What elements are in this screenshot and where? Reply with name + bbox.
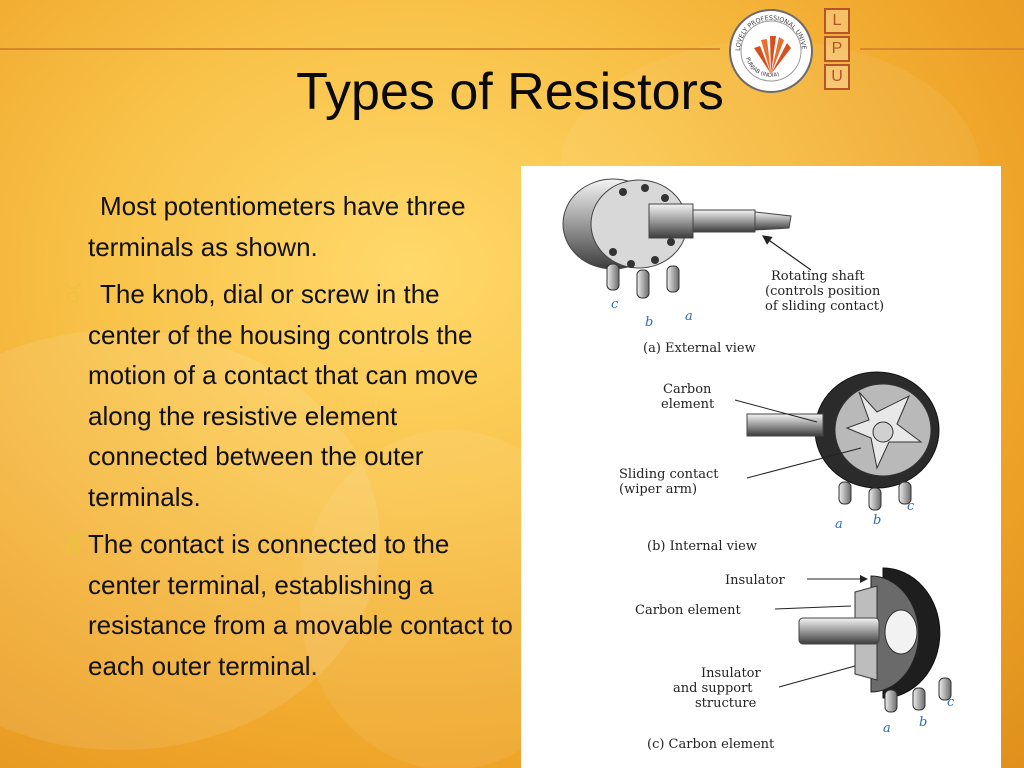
support-label-line3: structure [695,696,757,711]
slide-title: Types of Resistors [296,63,724,121]
sliding-contact-label-line1: Sliding contact [619,467,719,482]
paragraph-text: The knob, dial or screw in the center of… [88,279,479,512]
paragraph-1: Most potentiometers have three terminals… [88,186,518,267]
potentiometer-figure: Rotating shaft (controls position of sli… [521,166,1001,768]
logo-letter-l: L [824,8,850,34]
header-rule-left [0,48,720,50]
shaft-label-line2: (controls position [765,284,881,299]
terminal-label-c: c [907,499,915,514]
support-label-line1: Insulator [701,666,762,681]
support-label-line2: and support [673,681,753,696]
university-seal-logo: LOVELY PROFESSIONAL UNIVERSITY PUNJAB (I… [726,6,813,93]
paragraph-text: The contact is connected to the center t… [88,529,513,681]
paragraph-text: Most potentiometers have three terminals… [88,191,466,262]
caption-internal-view: (b) Internal view [647,539,757,554]
terminal-label-a: a [883,721,891,736]
bullet-icon [64,532,82,553]
carbon-element-label-line2: element [661,397,715,412]
paragraph-3: The contact is connected to the center t… [64,524,518,686]
seal-sunburst [754,36,791,74]
terminal-label-b: b [873,513,881,528]
carbon-element-label: Carbon element [635,603,742,618]
internal-view-drawing [734,371,940,511]
terminal-label-a: a [835,517,843,532]
carbon-element-drawing [774,567,952,713]
logo-letter-p: P [824,36,850,62]
sliding-contact-label-line2: (wiper arm) [619,482,697,497]
bullet-icon [64,282,82,303]
paragraph-2: The knob, dial or screw in the center of… [64,274,518,517]
terminal-label-b: b [645,315,653,330]
external-view-drawing [562,178,812,299]
carbon-element-label-line1: Carbon [663,382,712,397]
shaft-label-line3: of sliding contact) [765,299,884,314]
caption-carbon-element: (c) Carbon element [647,737,775,752]
logo-letter-u: U [824,64,850,90]
terminal-label-c: c [947,695,955,710]
slide-body: Most potentiometers have three terminals… [64,186,518,693]
shaft-label-line1: Rotating shaft [771,269,865,284]
caption-external-view: (a) External view [643,341,756,356]
insulator-label: Insulator [725,573,786,588]
terminal-label-c: c [611,297,619,312]
header-rule-right [860,48,1024,50]
terminal-label-b: b [919,715,927,730]
terminal-label-a: a [685,309,693,324]
lpu-letter-block: L P U [824,8,850,92]
